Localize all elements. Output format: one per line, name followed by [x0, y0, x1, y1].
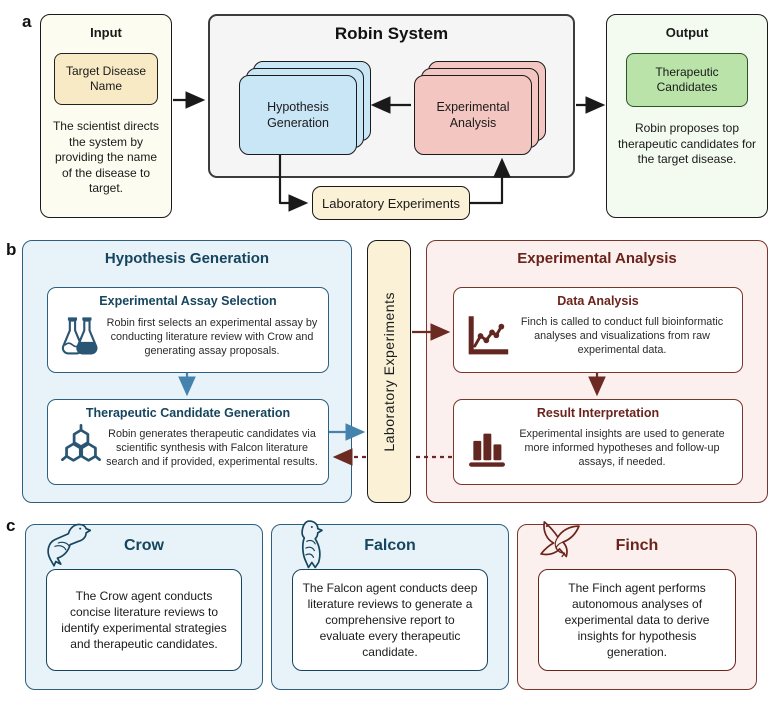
hypothesis-generation-panel-title: Hypothesis Generation	[104, 250, 270, 267]
finch-description: The Finch agent performs autonomous anal…	[538, 569, 736, 671]
data-analysis-text: Finch is called to conduct full bioinfor…	[520, 315, 724, 357]
data-analysis-box: Data Analysis Finch is called to conduct…	[453, 287, 743, 373]
robin-system-panel: Robin System Hypothesis Generation Exper…	[208, 14, 575, 178]
falcon-icon	[284, 516, 338, 570]
crow-agent-panel: Crow The Crow agent conducts concise lit…	[25, 523, 263, 690]
result-interpretation-title: Result Interpretation	[536, 406, 660, 420]
falcon-title: Falcon	[364, 537, 416, 554]
laboratory-experiments-vertical-label: Laboratory Experiments	[381, 291, 397, 452]
experimental-analysis-stack: Experimental Analysis	[414, 61, 546, 155]
laboratory-experiments-box: Laboratory Experiments	[312, 186, 470, 220]
laboratory-experiments-vertical-box: Laboratory Experiments	[367, 240, 411, 503]
data-analysis-title: Data Analysis	[557, 294, 639, 308]
target-disease-box: Target Disease Name	[54, 53, 158, 105]
experimental-assay-selection-text: Robin first selects an experimental assa…	[106, 316, 318, 358]
crow-icon	[38, 516, 92, 570]
robin-system-title: Robin System	[334, 24, 449, 43]
hypothesis-generation-stack: Hypothesis Generation	[239, 61, 371, 155]
section-label-b: b	[6, 240, 17, 259]
finch-icon	[530, 516, 584, 570]
flasks-icon	[58, 311, 104, 363]
falcon-agent-panel: Falcon The Falcon agent conducts deep li…	[271, 520, 509, 690]
finch-title: Finch	[615, 537, 659, 554]
therapeutic-candidates-box: Therapeutic Candidates	[626, 53, 748, 107]
hypothesis-generation-panel: Hypothesis Generation Experimental Assay…	[22, 240, 352, 503]
therapeutic-candidate-generation-box: Therapeutic Candidate Generation Robin g…	[47, 399, 329, 485]
experimental-analysis-panel-title: Experimental Analysis	[517, 250, 677, 267]
section-label-c: c	[6, 516, 16, 535]
bar-chart-icon	[464, 423, 510, 473]
experimental-assay-selection-box: Experimental Assay Selection Robin first…	[47, 287, 329, 373]
output-panel: Output Therapeutic Candidates Robin prop…	[606, 14, 768, 218]
molecule-icon	[58, 423, 104, 473]
hypothesis-generation-card: Hypothesis Generation	[239, 75, 357, 155]
input-title: Input	[90, 25, 122, 40]
experimental-analysis-panel: Experimental Analysis Data Analysis Finc…	[426, 240, 768, 503]
therapeutic-candidate-generation-text: Robin generates therapeutic candidates v…	[106, 427, 318, 469]
line-chart-icon	[464, 311, 510, 361]
experimental-analysis-card: Experimental Analysis	[414, 75, 532, 155]
therapeutic-candidate-generation-title: Therapeutic Candidate Generation	[85, 406, 291, 420]
output-title: Output	[665, 25, 709, 40]
falcon-description: The Falcon agent conducts deep literatur…	[292, 569, 488, 671]
output-description: Robin proposes top therapeutic candidate…	[617, 121, 757, 167]
experimental-assay-selection-title: Experimental Assay Selection	[99, 294, 277, 308]
crow-title: Crow	[124, 537, 164, 554]
finch-agent-panel: Finch The Finch agent performs autonomou…	[517, 521, 757, 690]
result-interpretation-box: Result Interpretation Experimental insig…	[453, 399, 743, 485]
input-panel: Input Target Disease Name The scientist …	[40, 14, 172, 218]
result-interpretation-text: Experimental insights are used to genera…	[519, 427, 725, 469]
input-description: The scientist directs the system by prov…	[52, 119, 160, 196]
section-label-a: a	[22, 12, 32, 31]
crow-description: The Crow agent conducts concise literatu…	[46, 569, 242, 671]
